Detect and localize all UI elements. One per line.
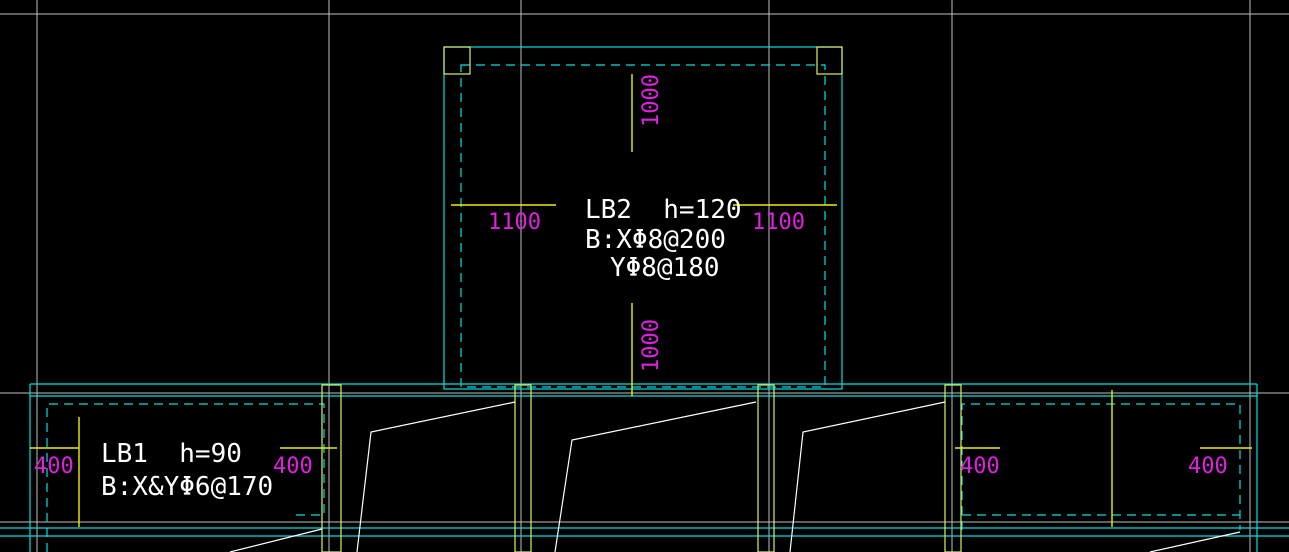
column-bottom-2	[514, 384, 532, 552]
column-outlines	[321, 46, 962, 552]
beam-lb2-inner-dashed	[460, 64, 826, 388]
right-dim-right: 400	[1188, 454, 1228, 479]
stair-opening-lines	[229, 401, 1241, 552]
right-dim-left: 400	[960, 454, 1000, 479]
stair-line-1	[356, 401, 516, 552]
stair-line-2	[554, 401, 757, 552]
column-bottom-3	[757, 384, 775, 552]
lb1-dim-left: 400	[34, 454, 74, 479]
lb2-dim-top: 1000	[639, 74, 664, 127]
beam-lb2-outer	[443, 46, 843, 390]
beam-outlines	[0, 46, 1289, 552]
lb2-label-line1: LB2 h=120	[585, 195, 742, 225]
lb2-dim-bottom: 1000	[639, 319, 664, 372]
column-top-right	[816, 46, 843, 75]
lb2-dim-right: 1100	[752, 210, 805, 235]
stair-line-3	[789, 401, 946, 552]
lb1-label-line1: LB1 h=90	[101, 439, 242, 469]
column-bottom-1	[321, 384, 342, 552]
rebar-lines	[30, 74, 1252, 527]
beam-right-inner-dashed	[961, 403, 1241, 530]
lb1-label-line2: B:X&YΦ6@170	[101, 472, 273, 502]
lb2-label-line2: B:XΦ8@200	[585, 225, 726, 255]
column-bottom-4	[944, 384, 962, 552]
slab-right-annotation: 400 400	[960, 454, 1228, 479]
slab-lb1-annotation: LB1 h=90 B:X&YΦ6@170 400 400	[34, 439, 313, 502]
lb2-dim-left: 1100	[488, 210, 541, 235]
stair-line-4	[229, 528, 323, 552]
lb2-label-line3: YΦ8@180	[610, 253, 720, 283]
beam-lb1-inner-dashed	[46, 403, 325, 552]
lb1-dim-right: 400	[273, 454, 313, 479]
slab-lb2-annotation: LB2 h=120 B:XΦ8@200 YΦ8@180 1000 1000 11…	[488, 74, 805, 372]
column-top-left	[443, 46, 471, 75]
stair-line-5	[1149, 531, 1241, 552]
